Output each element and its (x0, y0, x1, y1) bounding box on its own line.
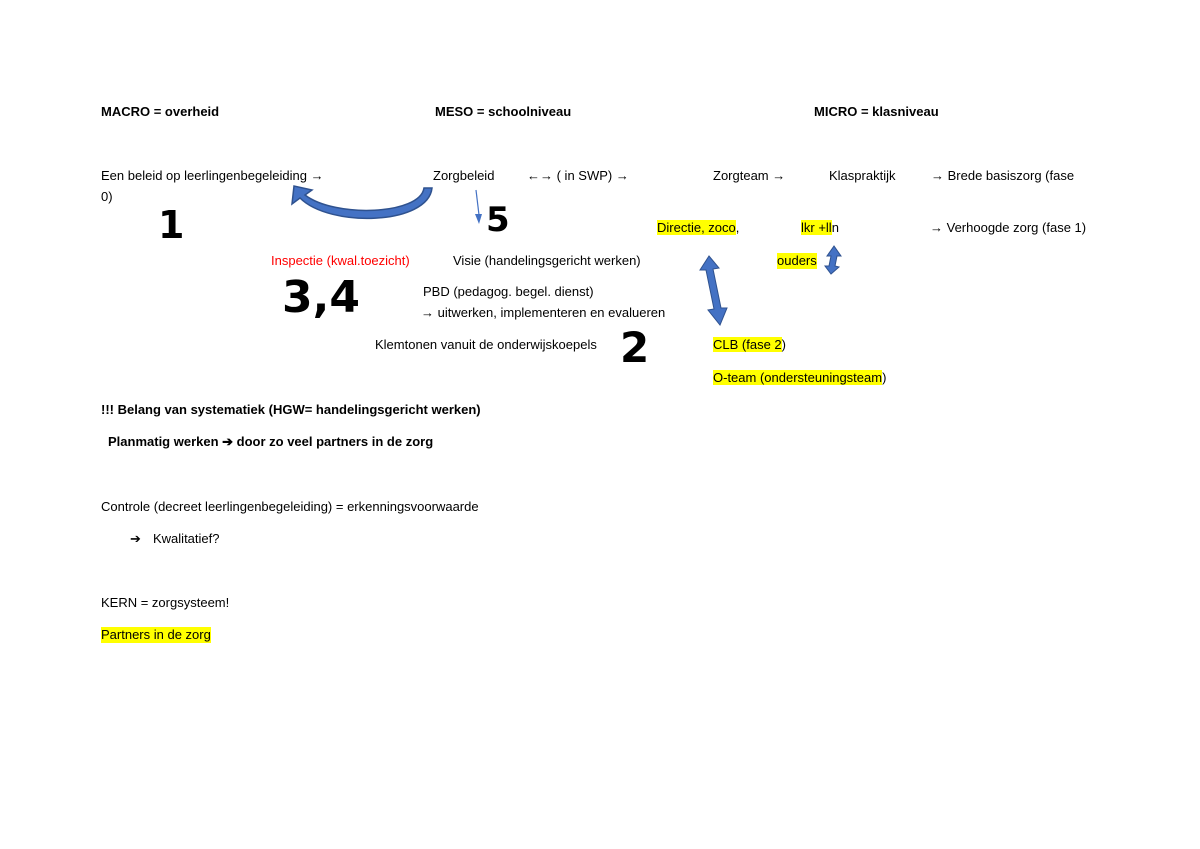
klaspraktijk-text: Klaspraktijk (829, 168, 896, 183)
directie-text: Directie, zoco (657, 220, 736, 235)
beleid-continued: 0) (101, 189, 113, 204)
partners-text: Partners in de zorg (101, 627, 211, 643)
macro-heading: MACRO = overheid (101, 104, 220, 119)
pbd-text: PBD (pedagog. begel. dienst) (423, 284, 594, 299)
swp-text: ←→ ( in SWP) → (527, 168, 629, 183)
inspectie-text: Inspectie (kwal.toezicht) (271, 253, 410, 268)
ouders-text: ouders (777, 253, 817, 269)
controle-text: Controle (decreet leerlingenbegeleiding)… (101, 499, 479, 514)
lkr-lln-suffix: n (831, 220, 839, 235)
kwalitatief-text: Kwalitatief? (153, 531, 220, 546)
belang-text: !!! Belang van systematiek (HGW= handeli… (101, 402, 481, 417)
clb-end: ) (781, 337, 786, 352)
kern-text: KERN = zorgsysteem! (101, 595, 230, 610)
thin-arrow-icon (475, 189, 482, 224)
zorgteam-text: Zorgteam → (713, 168, 786, 183)
beleid-text: Een beleid op leerlingenbegeleiding → (101, 168, 324, 183)
clb-text: CLB (fase 2 (713, 337, 782, 352)
curved-arrow-icon (291, 185, 433, 220)
handwritten-1: 1 (158, 203, 185, 247)
klemtonen-text: Klemtonen vanuit de onderwijskoepels (375, 337, 597, 352)
arrow-icon: ➔ (130, 531, 141, 546)
oteam-end: ) (882, 370, 887, 385)
oteam-text: O-team (ondersteuningsteam (713, 370, 883, 385)
small-double-arrow-icon (824, 245, 842, 275)
comma: , (735, 220, 740, 235)
meso-heading: MESO = schoolniveau (435, 104, 572, 119)
zorgbeleid-text: Zorgbeleid (433, 168, 495, 183)
visie-text: Visie (handelingsgericht werken) (453, 253, 641, 268)
pbd-action-text: → uitwerken, implementeren en evalueren (421, 305, 666, 320)
verhoogde-zorg-text: → Verhoogde zorg (fase 1) (930, 220, 1087, 235)
double-arrow-icon (699, 255, 728, 326)
brede-basiszorg-text: → Brede basiszorg (fase (931, 168, 1075, 183)
handwritten-3-4: 3,4 (282, 272, 360, 323)
handwritten-2: 2 (620, 323, 650, 372)
lkr-lln-text: lkr +ll (801, 220, 832, 235)
micro-heading: MICRO = klasniveau (814, 104, 939, 119)
handwritten-5: 5 (486, 200, 510, 240)
planmatig-text: Planmatig werken ➔ door zo veel partners… (108, 434, 434, 449)
